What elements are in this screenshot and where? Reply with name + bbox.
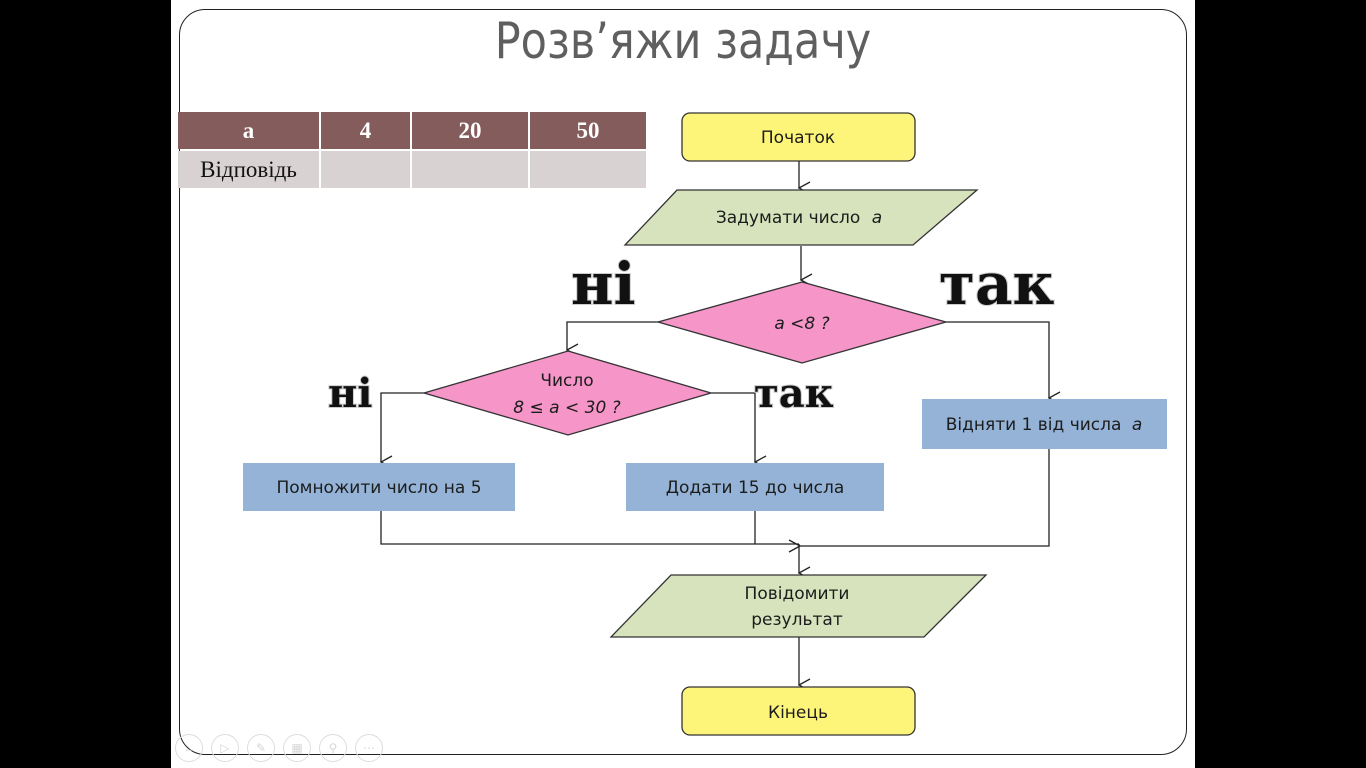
label-no-2: ні <box>328 370 372 417</box>
output-block: Повідомити результат <box>609 574 988 638</box>
svg-text:Задумати число a: Задумати число a <box>716 208 882 228</box>
label-yes-1: так <box>939 250 1055 318</box>
decision-a-less-8: a <8 ? <box>655 281 949 364</box>
end-label: Кінець <box>768 703 828 723</box>
input-label: Задумати число <box>716 208 860 228</box>
process-subtract-variable: a <box>1132 415 1142 435</box>
decision2-label-line2: 8 ≤ a < 30 ? <box>513 398 620 418</box>
label-no-1: ні <box>571 250 636 318</box>
slide: Розв’яжи задачу a 4 20 50 Відповідь <box>171 0 1195 768</box>
connector-subtract-merge <box>800 449 1050 546</box>
header-cell-a: a <box>178 112 319 149</box>
process-multiply: Помножити число на 5 <box>243 463 515 511</box>
process-subtract: Відняти 1 від числа a <box>922 399 1167 449</box>
answer-cell-20[interactable] <box>412 151 528 188</box>
table-header-row: a 4 20 50 <box>178 112 646 149</box>
pen-icon[interactable]: ✎ <box>247 734 275 762</box>
answer-cell-50[interactable] <box>530 151 646 188</box>
end-terminal: Кінець <box>681 686 916 736</box>
output-label-line2: результат <box>751 610 843 630</box>
input-block: Задумати число a <box>623 189 979 246</box>
connector-decision1-no <box>565 321 659 357</box>
process-add-label: Додати 15 до числа <box>666 478 845 498</box>
process-subtract-label: Відняти 1 від числа <box>946 415 1122 435</box>
slideshow-nav: ← ▷ ✎ ▦ ⚲ ⋯ <box>175 734 383 762</box>
back-arrow-icon[interactable]: ← <box>175 734 203 762</box>
start-terminal: Початок <box>681 112 916 162</box>
decision1-label: a <8 ? <box>774 314 829 334</box>
slide-title: Розв’яжи задачу <box>494 12 872 70</box>
answer-row: Відповідь <box>178 151 646 188</box>
connector-decision1-yes <box>946 321 1061 405</box>
connector-decision2-no <box>379 392 424 469</box>
answer-table: a 4 20 50 Відповідь <box>176 110 648 190</box>
start-label: Початок <box>761 128 835 148</box>
process-add: Додати 15 до числа <box>626 463 884 511</box>
connector-decision2-yes <box>711 392 767 469</box>
decision2-label-line1: Число <box>540 371 593 391</box>
slides-icon[interactable]: ▦ <box>283 734 311 762</box>
flowchart: Початок Задумати число a a <8 ? Число 8 … <box>243 112 1167 736</box>
answer-label-cell: Відповідь <box>178 151 319 188</box>
label-yes-2: так <box>754 370 834 417</box>
decision-range: Число 8 ≤ a < 30 ? <box>421 350 714 436</box>
svg-text:Відняти 1 від числа a: Відняти 1 від числа a <box>946 415 1143 435</box>
slide-frame <box>179 9 1187 755</box>
zoom-icon[interactable]: ⚲ <box>319 734 347 762</box>
process-multiply-label: Помножити число на 5 <box>276 478 481 498</box>
play-icon[interactable]: ▷ <box>211 734 239 762</box>
more-icon[interactable]: ⋯ <box>355 734 383 762</box>
header-cell-50: 50 <box>530 112 646 149</box>
header-cell-20: 20 <box>412 112 528 149</box>
output-label-line1: Повідомити <box>745 584 850 604</box>
connector-multiply-merge <box>380 511 799 545</box>
header-cell-4: 4 <box>321 112 410 149</box>
answer-cell-4[interactable] <box>321 151 410 188</box>
input-variable: a <box>872 208 882 228</box>
